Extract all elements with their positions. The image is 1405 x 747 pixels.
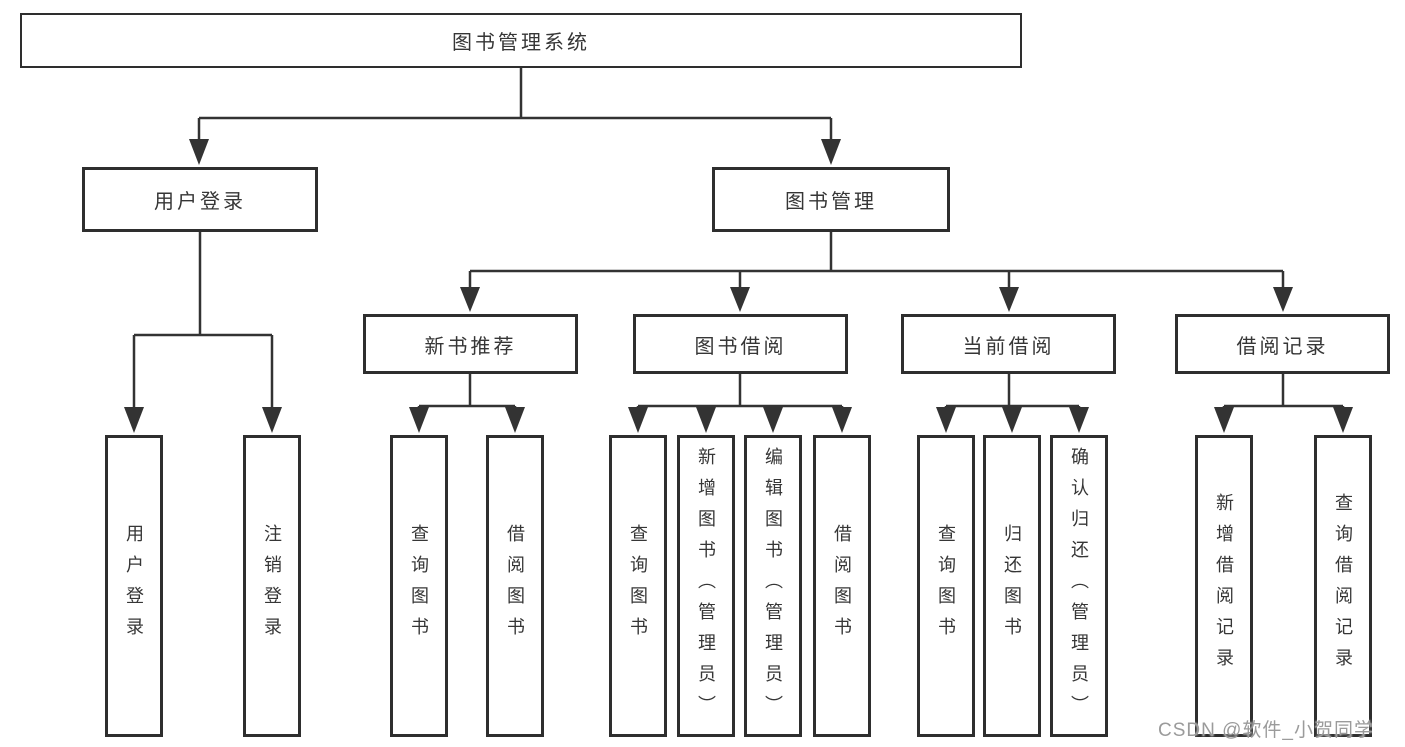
leaf-label: 归还图书	[1002, 524, 1022, 648]
node-label: 图书借阅	[694, 335, 787, 358]
node-book-borrowing: 图书借阅	[633, 314, 848, 374]
arrowhead	[763, 407, 783, 433]
leaf-label: 编辑图书（管理员）	[763, 446, 783, 726]
leaf-label: 查询图书	[936, 524, 956, 648]
leaf-label: 确认归还（管理员）	[1069, 446, 1089, 726]
node-label: 新书推荐	[424, 335, 517, 358]
arrowhead	[821, 139, 841, 165]
arrowhead	[1002, 407, 1022, 433]
arrowhead	[999, 287, 1019, 312]
arrowhead	[696, 407, 716, 433]
arrowhead	[262, 407, 282, 433]
leaf-label: 用户登录	[124, 524, 144, 648]
node-label: 图书管理	[785, 191, 877, 213]
arrowhead	[409, 407, 429, 433]
node-borrowing-records: 借阅记录	[1175, 314, 1390, 374]
leaf-add-books-admin: 新增图书（管理员）	[677, 435, 735, 737]
arrowhead	[124, 407, 144, 433]
leaf-logout: 注销登录	[243, 435, 301, 737]
arrowhead	[730, 287, 750, 312]
arrowhead	[1273, 287, 1293, 312]
leaf-label: 查询图书	[628, 524, 648, 648]
node-label: 用户登录	[154, 191, 246, 213]
leaf-add-borrow-record: 新增借阅记录	[1195, 435, 1253, 737]
node-root-library-system: 图书管理系统	[20, 13, 1022, 68]
arrowhead	[1333, 407, 1353, 433]
leaf-borrow-books: 借阅图书	[813, 435, 871, 737]
leaf-query-books-recommend: 查询图书	[390, 435, 448, 737]
arrowhead	[936, 407, 956, 433]
arrowhead	[1069, 407, 1089, 433]
leaf-label: 查询图书	[409, 524, 429, 648]
node-label: 图书管理系统	[452, 32, 590, 54]
leaf-label: 注销登录	[262, 524, 282, 648]
arrowhead	[460, 287, 480, 312]
leaf-return-books: 归还图书	[983, 435, 1041, 737]
leaf-label: 新增借阅记录	[1214, 493, 1234, 679]
arrowhead	[189, 139, 209, 165]
leaf-label: 新增图书（管理员）	[696, 446, 716, 726]
arrowhead	[832, 407, 852, 433]
leaf-label: 查询借阅记录	[1333, 493, 1353, 679]
leaf-edit-books-admin: 编辑图书（管理员）	[744, 435, 802, 737]
node-label: 借阅记录	[1236, 335, 1329, 358]
arrowhead	[505, 407, 525, 433]
leaf-query-borrow-record: 查询借阅记录	[1314, 435, 1372, 737]
node-label: 当前借阅	[962, 335, 1055, 358]
leaf-query-books-current: 查询图书	[917, 435, 975, 737]
arrowhead	[628, 407, 648, 433]
node-user-login: 用户登录	[82, 167, 318, 232]
csdn-watermark: CSDN @软件_小贺同学	[1158, 720, 1374, 741]
leaf-label: 借阅图书	[832, 524, 852, 648]
leaf-borrow-books-recommend: 借阅图书	[486, 435, 544, 737]
arrowhead	[1214, 407, 1234, 433]
leaf-user-login: 用户登录	[105, 435, 163, 737]
leaf-label: 借阅图书	[505, 524, 525, 648]
node-book-management: 图书管理	[712, 167, 950, 232]
node-new-book-recommend: 新书推荐	[363, 314, 578, 374]
node-current-borrowing: 当前借阅	[901, 314, 1116, 374]
leaf-confirm-return-admin: 确认归还（管理员）	[1050, 435, 1108, 737]
leaf-query-books-borrow: 查询图书	[609, 435, 667, 737]
